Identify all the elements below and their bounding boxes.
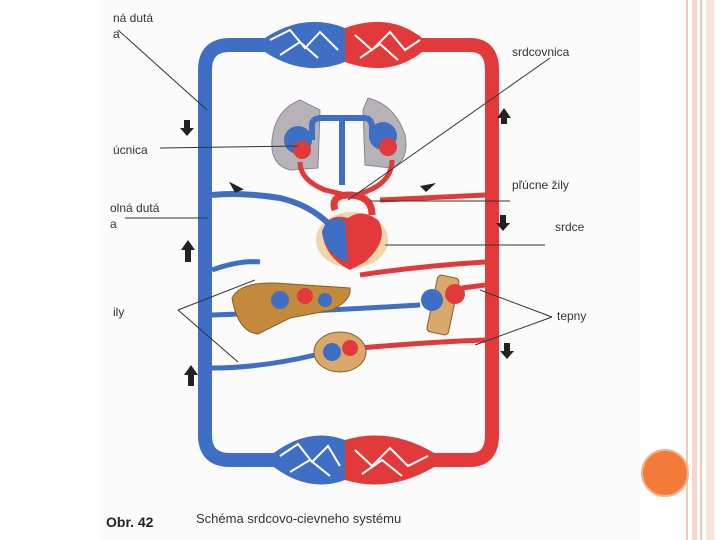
label-vena-cava-inferior: olná dutá bbox=[110, 201, 160, 215]
label-arteries: tepny bbox=[557, 309, 586, 323]
aorta-right bbox=[400, 45, 492, 460]
figure-number: Obr. 42 bbox=[106, 514, 154, 530]
label-pulmonary-veins: pľúcne žily bbox=[512, 178, 569, 192]
systemic-artery-kidney bbox=[360, 340, 485, 348]
systemic-artery-liver bbox=[360, 262, 485, 275]
systemic-artery-intestine bbox=[462, 285, 485, 288]
liver bbox=[232, 283, 350, 334]
kidney bbox=[314, 332, 366, 372]
label-vena-cava-inferior-cont: a bbox=[110, 217, 117, 231]
label-vena-cava-superior-cont: a bbox=[113, 27, 120, 41]
bottom-capillary-network bbox=[265, 436, 445, 485]
systemic-vein-kidney bbox=[212, 355, 315, 368]
systemic-vein-liver bbox=[212, 262, 260, 270]
label-vena-cava-superior: ná dutá bbox=[113, 11, 153, 25]
lungs bbox=[272, 98, 406, 170]
label-pulmonary-artery: úcnica bbox=[113, 143, 148, 157]
systemic-vein-upper bbox=[212, 194, 330, 225]
systemic-artery-upper bbox=[380, 195, 485, 200]
figure-caption: Schéma srdcovo-cievneho systému bbox=[196, 511, 401, 526]
label-heart: srdce bbox=[555, 220, 585, 234]
top-capillary-network bbox=[255, 22, 430, 68]
intestine bbox=[421, 274, 465, 335]
heart bbox=[316, 195, 388, 270]
label-aorta: srdcovnica bbox=[512, 45, 570, 59]
pulmonary-artery bbox=[312, 118, 372, 185]
vena-cava-left bbox=[205, 45, 300, 460]
label-veins: ily bbox=[113, 305, 124, 319]
